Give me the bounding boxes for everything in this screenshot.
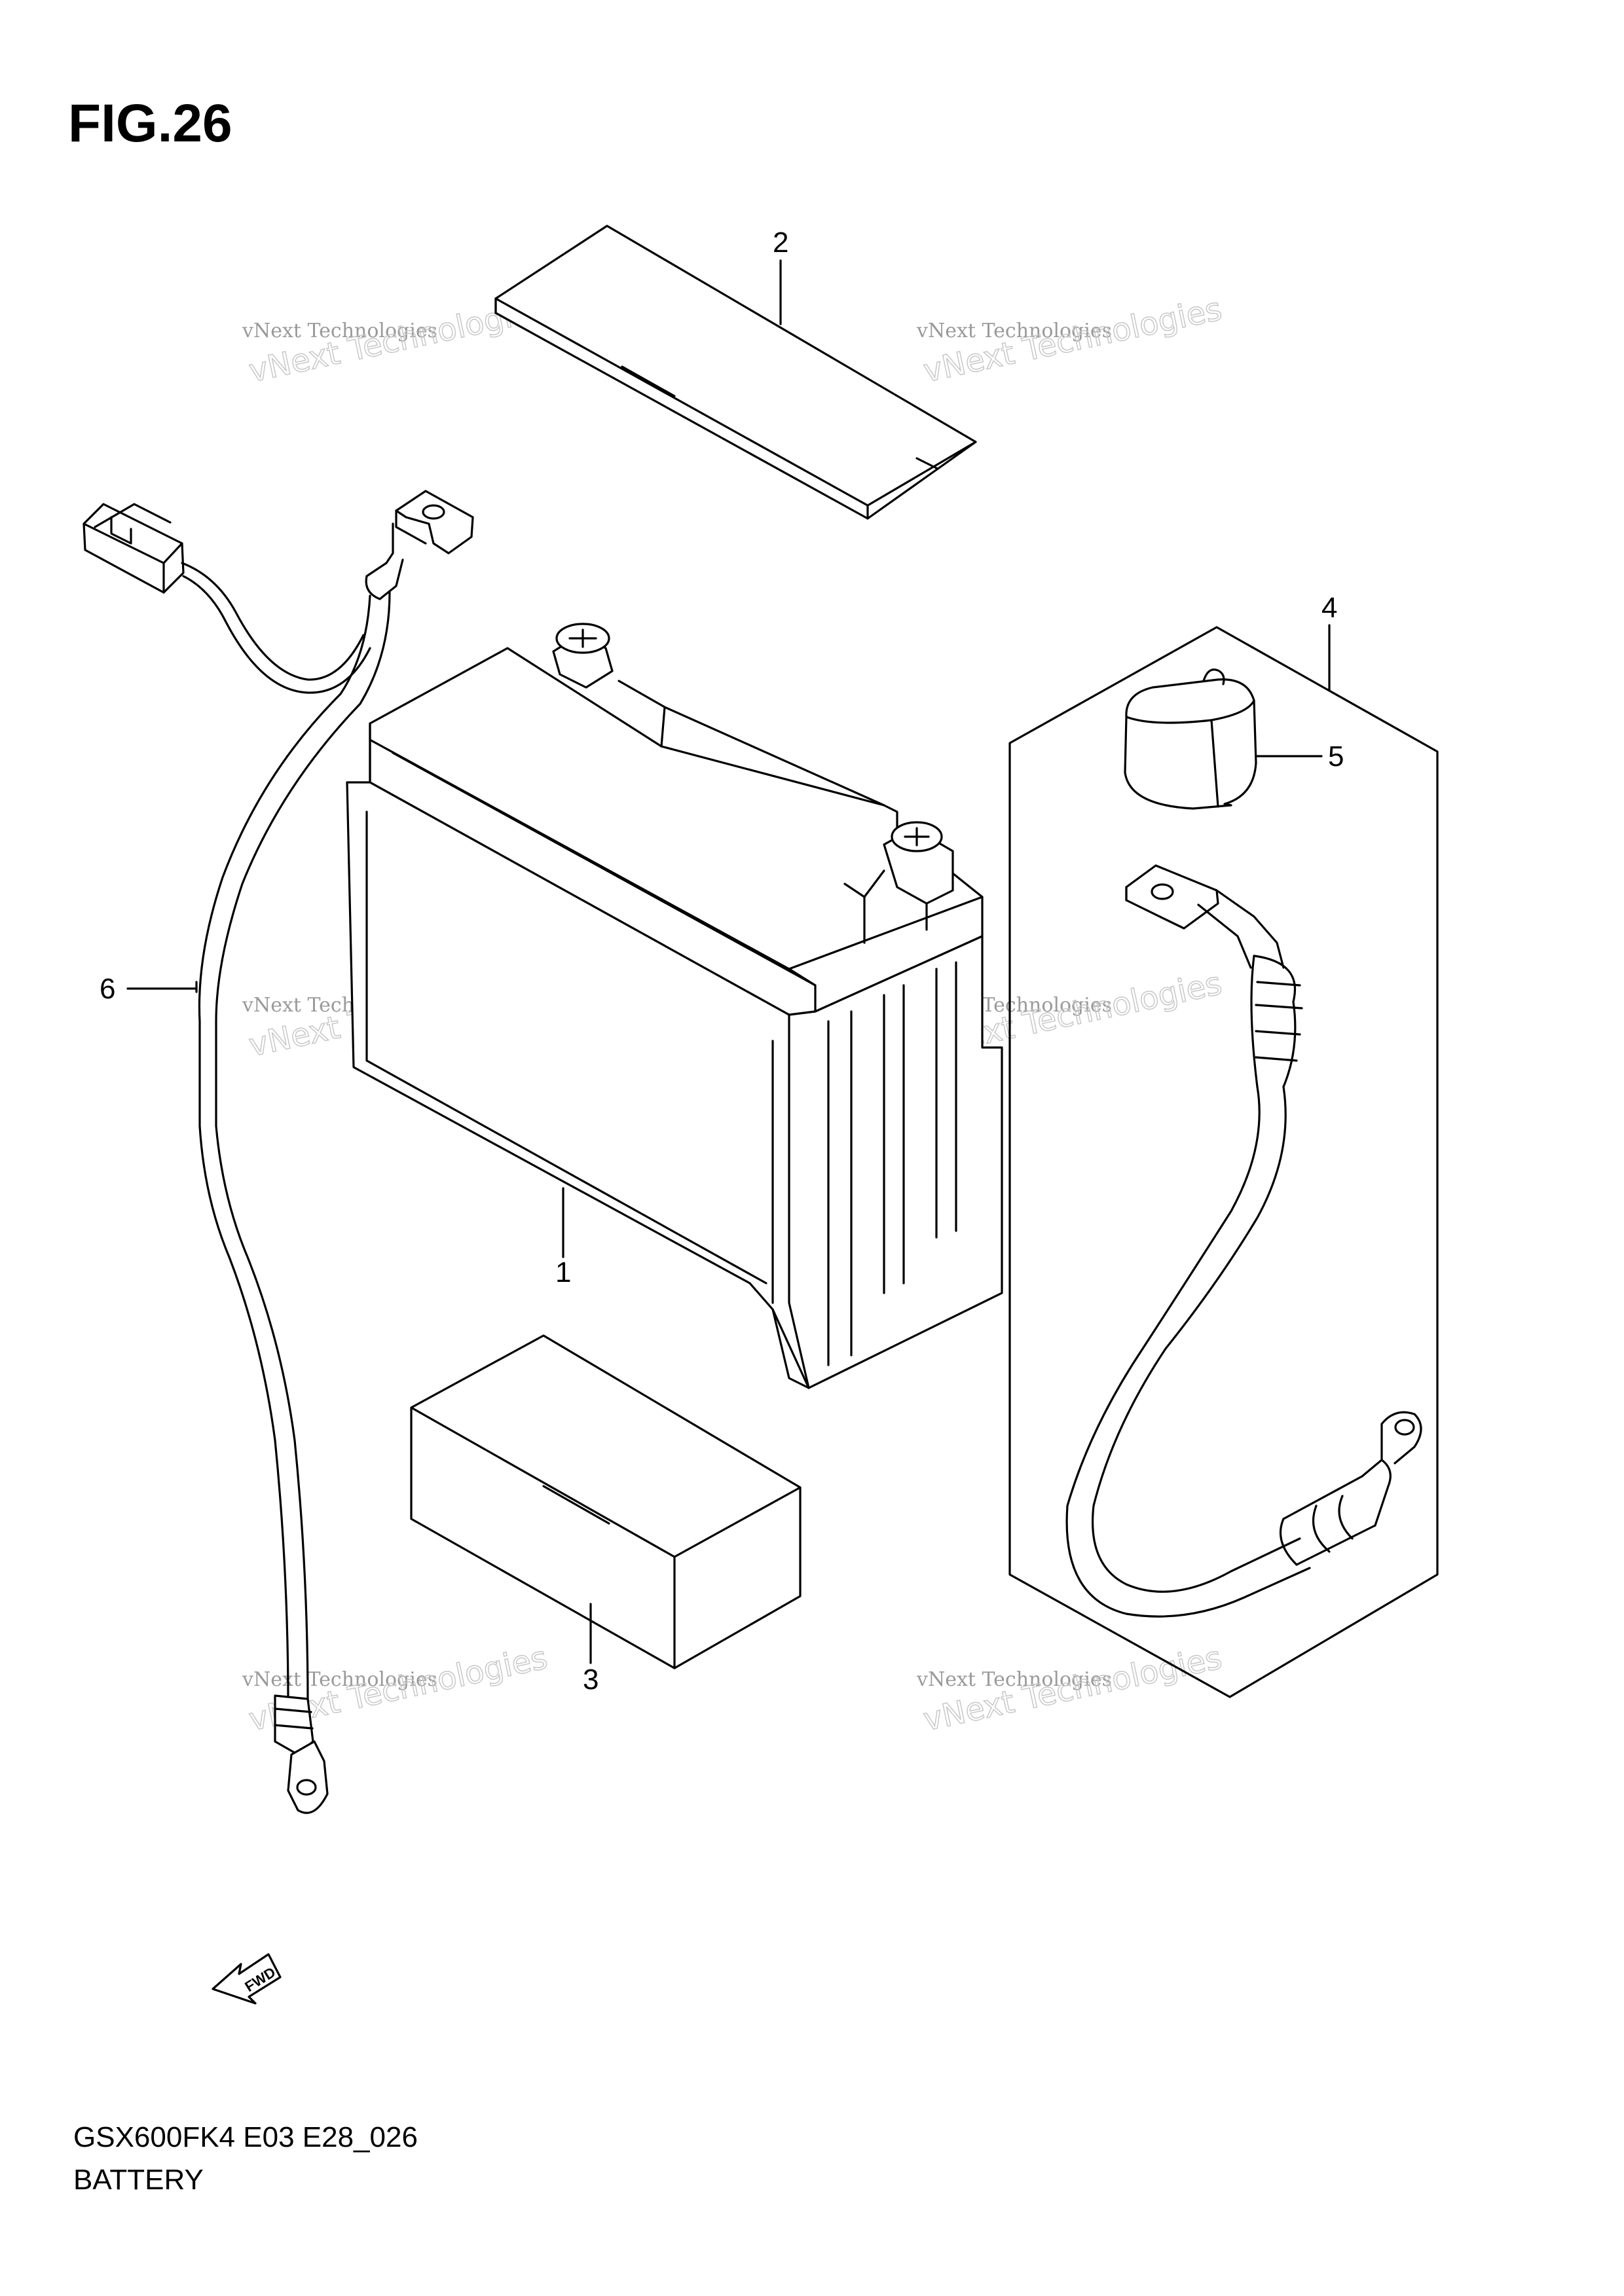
part-1-battery — [346, 623, 1003, 1389]
callout-numbers: 2 4 5 6 1 3 — [100, 227, 1344, 1696]
watermark-text: vNext Technologies — [916, 1668, 1112, 1691]
watermark-text: vNext Technologies — [916, 319, 1112, 342]
watermark-text: vNext Technologies — [242, 319, 437, 342]
part-6-ground-lead — [83, 490, 474, 1814]
callout-4: 4 — [1321, 592, 1337, 624]
fwd-arrow-icon: FWD — [212, 1953, 282, 2005]
watermark: vNext Technologies vNext Technologies — [916, 290, 1225, 390]
watermark: vNext Technologies vNext Technologies — [916, 1639, 1225, 1739]
leader-lines — [126, 259, 1331, 1664]
part-4-kit-frame — [1008, 626, 1439, 1698]
watermark-text: vNext Technologies — [242, 1668, 437, 1691]
figure-title: FIG.26 — [68, 94, 232, 153]
part-2-label — [494, 225, 977, 520]
callout-5: 5 — [1328, 740, 1344, 773]
part-5-terminal-cover — [1124, 668, 1257, 810]
callout-3: 3 — [583, 1664, 599, 1696]
callout-1: 1 — [555, 1256, 571, 1288]
model-code: GSX600FK4 E03 E28_026 — [73, 2121, 418, 2153]
part-3-box — [410, 1334, 802, 1669]
callout-6: 6 — [100, 973, 115, 1005]
section-name: BATTERY — [73, 2164, 204, 2196]
callout-2: 2 — [773, 227, 788, 259]
part-4-battery-cable — [1065, 864, 1422, 1618]
